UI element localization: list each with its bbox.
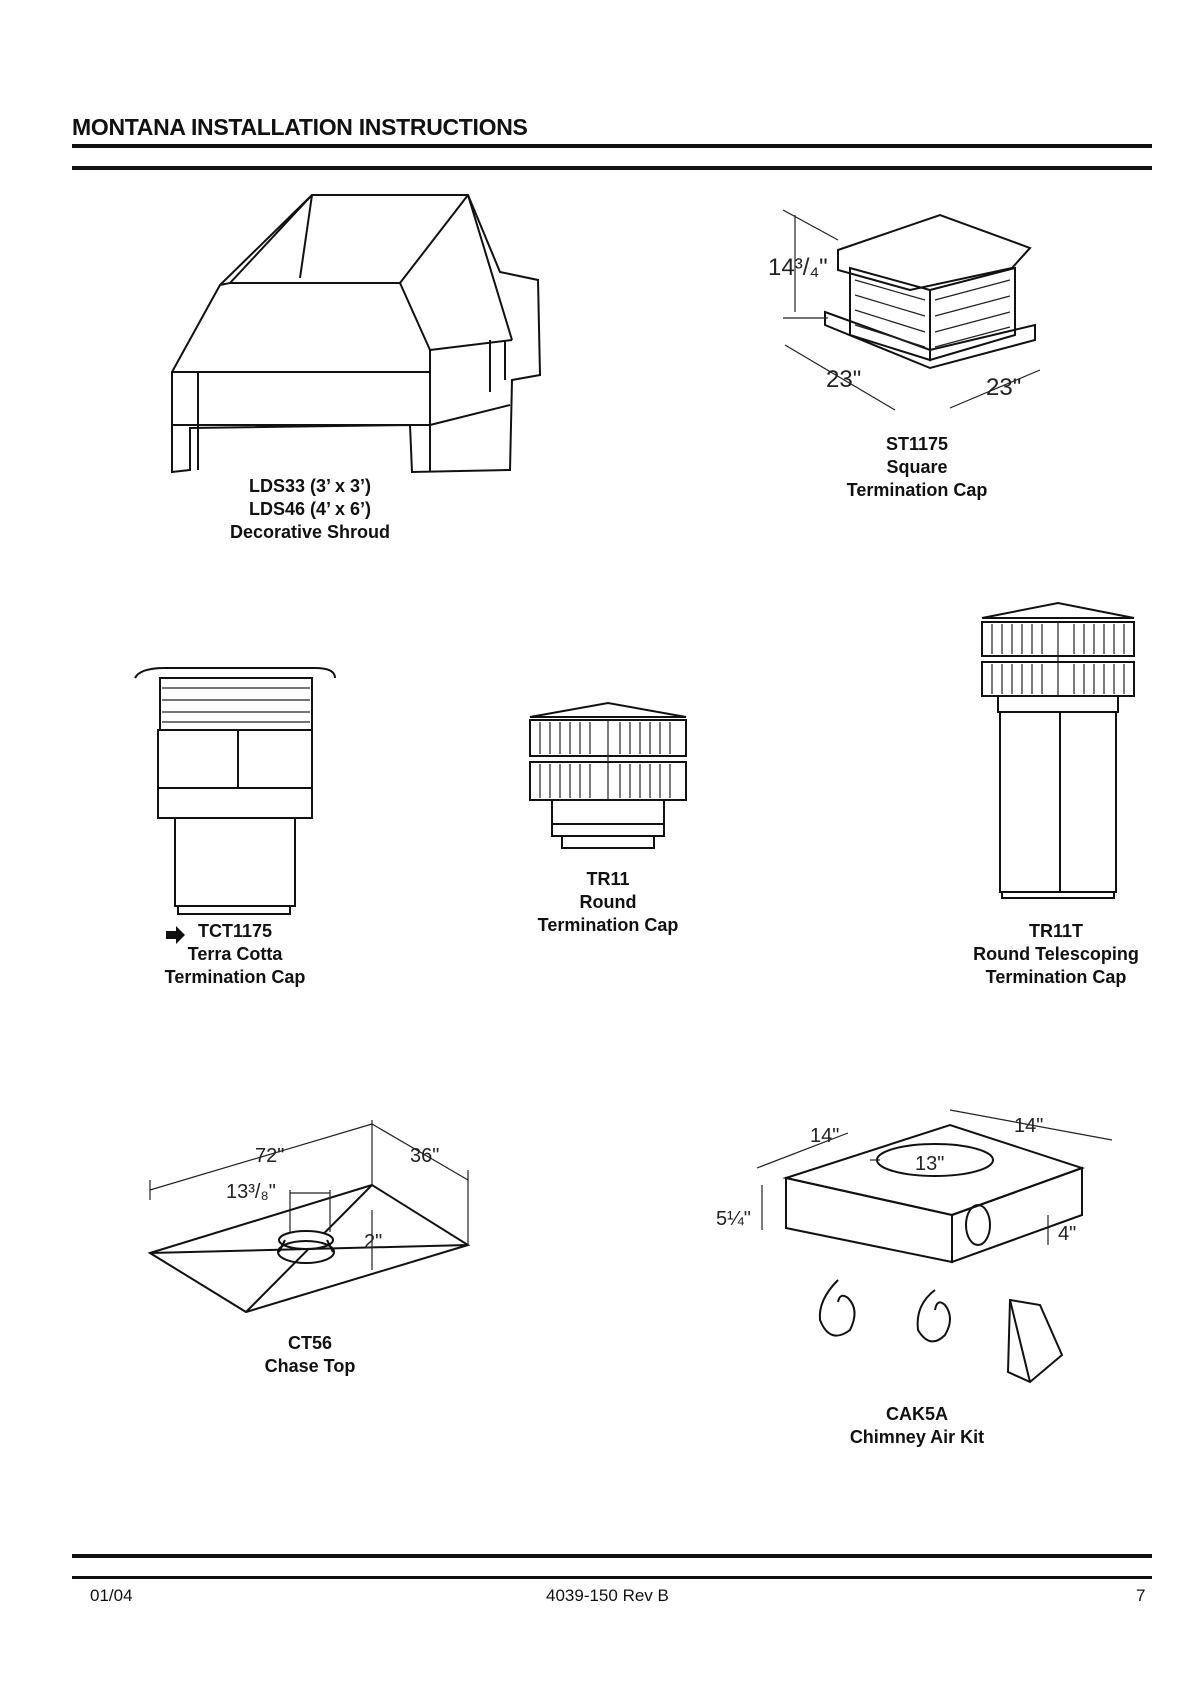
st1175-model: ST1175: [885, 434, 949, 454]
st1175-left-label: 23": [826, 366, 861, 393]
ct56-width-label: 36": [410, 1145, 439, 1167]
tct1175-model: TCT1175: [197, 921, 273, 941]
footer-page-number: 7: [1136, 1586, 1146, 1605]
arrow-icon: [166, 926, 186, 949]
lds-caption: LDS33 (3’ x 3’) LDS46 (4’ x 6’) Decorati…: [210, 475, 410, 544]
tr11-caption: TR11 Round Termination Cap: [508, 868, 708, 937]
st1175-shape: Square: [886, 457, 948, 477]
tct1175-type: Terra Cotta: [187, 944, 283, 964]
st1175-height-label: 14³/₄": [768, 254, 828, 281]
tr11t-shape: Round Telescoping: [973, 944, 1139, 964]
cak5a-height-label: 5¼": [716, 1208, 751, 1230]
ct56-collar-label: 2": [364, 1231, 382, 1253]
header-rule-bottom: [72, 166, 1152, 170]
footer-rule-top: [72, 1554, 1152, 1558]
tct1175-description: Termination Cap: [164, 967, 306, 987]
tct1175-caption: TCT1175 Terra Cotta Termination Cap: [135, 920, 335, 989]
page-title: MONTANA INSTALLATION INSTRUCTIONS: [72, 114, 528, 140]
cak5a-caption: CAK5A Chimney Air Kit: [817, 1403, 1017, 1449]
footer-date: 01/04: [90, 1586, 133, 1605]
footer-doc-number: 4039-150 Rev B: [546, 1586, 669, 1605]
ct56-caption: CT56 Chase Top: [210, 1332, 410, 1378]
ct56-model: CT56: [287, 1333, 332, 1353]
cak5a-description: Chimney Air Kit: [849, 1427, 985, 1447]
tr11t-caption: TR11T Round Telescoping Termination Cap: [956, 920, 1156, 989]
tr11-shape: Round: [579, 892, 637, 912]
header-rule-top: [72, 144, 1152, 148]
ct56-offset-label: 13³/₈": [226, 1181, 276, 1203]
cak5a-side-a-label: 14": [810, 1125, 839, 1147]
cak5a-port-label: 4": [1058, 1223, 1076, 1245]
st1175-caption: ST1175 Square Termination Cap: [817, 433, 1017, 502]
tr11-model: TR11: [586, 869, 630, 889]
lds-model-1: LDS33 (3’ x 3’): [248, 476, 372, 496]
lds-model-2: LDS46 (4’ x 6’): [248, 499, 372, 519]
st1175-description: Termination Cap: [846, 480, 988, 500]
tr11-description: Termination Cap: [537, 915, 679, 935]
cak5a-hole-label: 13": [915, 1153, 944, 1175]
footer-rule-bottom: [72, 1576, 1152, 1579]
ct56-length-label: 72": [255, 1145, 284, 1167]
cak5a-side-b-label: 14": [1014, 1115, 1043, 1137]
tr11t-model: TR11T: [1028, 921, 1084, 941]
ct56-description: Chase Top: [264, 1356, 356, 1376]
lds-description: Decorative Shroud: [229, 522, 391, 542]
cak5a-model: CAK5A: [885, 1404, 948, 1424]
tr11t-description: Termination Cap: [985, 967, 1127, 987]
st1175-right-label: 23": [986, 374, 1021, 401]
